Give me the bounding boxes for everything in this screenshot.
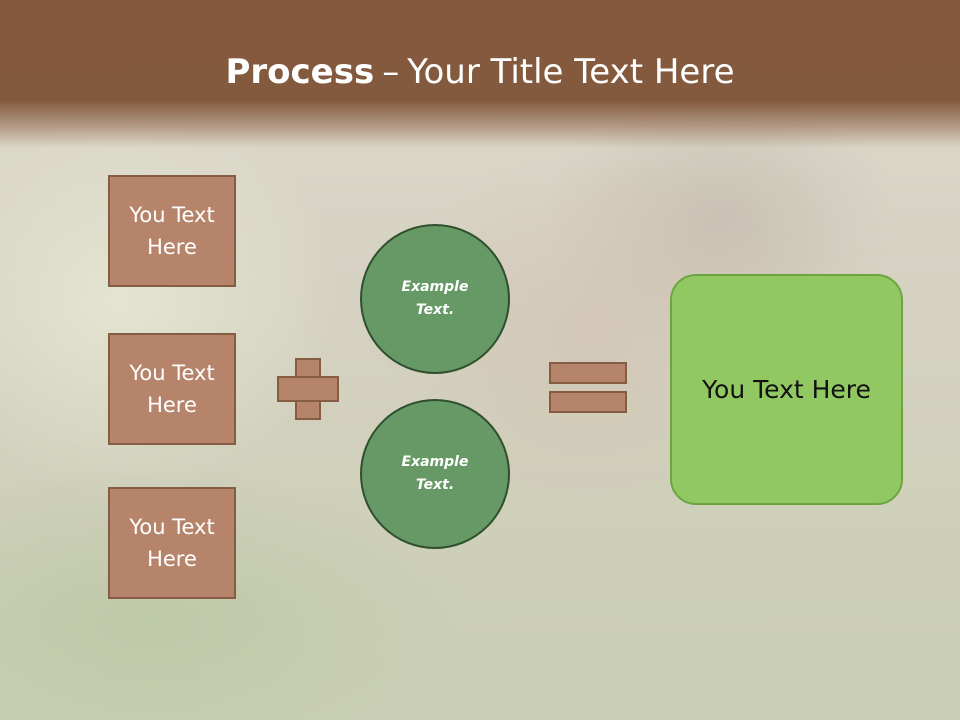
title-rest: Your Title Text Here — [407, 52, 735, 92]
plus-icon-core — [297, 378, 319, 400]
left-box-3-text: You Text Here — [129, 515, 215, 571]
left-box-3: You Text Here — [108, 487, 236, 599]
title-dash: – — [382, 52, 400, 92]
left-box-2-text: You Text Here — [129, 361, 215, 417]
left-box-1-text: You Text Here — [129, 203, 215, 259]
circle-2-text: Example Text. — [401, 454, 469, 493]
left-box-2: You Text Here — [108, 333, 236, 445]
slide-title: Process–Your Title Text Here — [0, 52, 960, 92]
equals-icon-top-bar — [549, 362, 627, 384]
title-band — [0, 0, 960, 148]
result-box-text: You Text Here — [702, 375, 871, 404]
circle-1: Example Text. — [360, 224, 510, 374]
title-bold: Process — [225, 52, 375, 92]
result-box: You Text Here — [670, 274, 903, 505]
circle-1-text: Example Text. — [401, 279, 469, 318]
left-box-1: You Text Here — [108, 175, 236, 287]
equals-icon-bottom-bar — [549, 391, 627, 413]
circle-2: Example Text. — [360, 399, 510, 549]
